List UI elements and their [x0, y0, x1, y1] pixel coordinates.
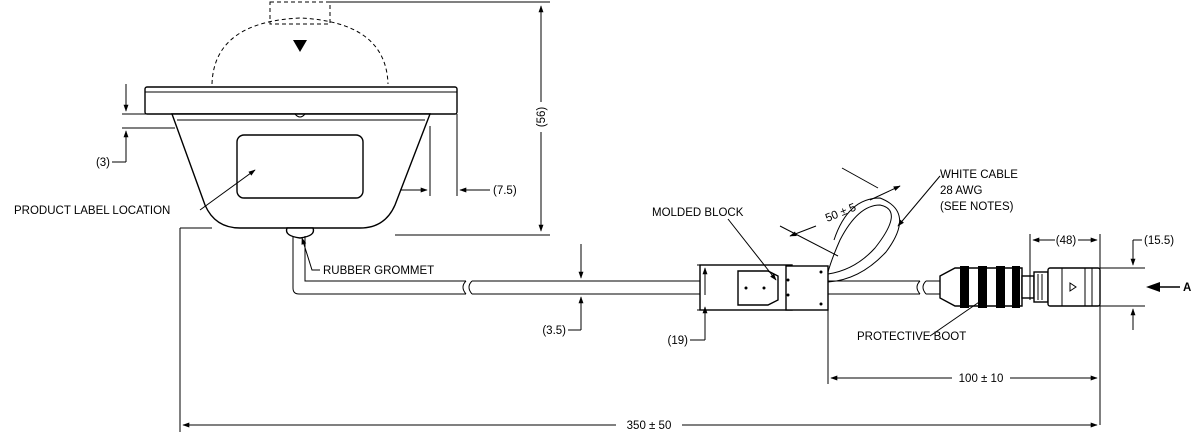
protective-boot	[939, 266, 1023, 308]
dim-350-text: 350 ± 50	[627, 420, 672, 432]
molded-block-label: MOLDED BLOCK	[652, 207, 744, 219]
white-cable-label-1: WHITE CABLE	[940, 169, 1018, 181]
dim-3: (3)	[96, 84, 175, 169]
dim-50-text: 50 ± 5	[824, 202, 858, 225]
direction-triangle-icon	[293, 40, 307, 52]
dim-3-text: (3)	[96, 157, 110, 169]
dim-48: (48)	[1029, 234, 1101, 300]
product-label-location-label: PRODUCT LABEL LOCATION	[14, 205, 170, 217]
dim-100: 100 ± 10	[827, 306, 1101, 425]
connector	[1021, 267, 1101, 307]
molded-block	[699, 264, 829, 311]
dim-50: 50 ± 5	[779, 167, 901, 257]
dim-3-5-text: (3.5)	[542, 325, 566, 337]
dim-48-text: (48)	[1056, 235, 1077, 247]
dim-19: (19)	[668, 264, 740, 347]
dim-56: (56)	[330, 1, 550, 236]
dim-15-5-text: (15.5)	[1144, 235, 1174, 247]
dim-19-text: (19)	[668, 335, 689, 347]
dim-350: 350 ± 50	[179, 227, 1098, 432]
dim-100-text: 100 ± 10	[959, 373, 1004, 385]
white-cable-label-3: (SEE NOTES)	[940, 201, 1014, 213]
white-cable-label-2: 28 AWG	[940, 185, 982, 197]
view-a-arrow-icon	[1146, 282, 1180, 292]
protective-boot-label: PROTECTIVE BOOT	[857, 331, 966, 343]
dim-7-5: (7.5)	[400, 114, 517, 197]
dim-7-5-text: (7.5)	[493, 185, 517, 197]
dim-3-5: (3.5)	[542, 244, 584, 337]
rubber-grommet-label: RUBBER GROMMET	[323, 265, 434, 277]
dim-56-text: (56)	[536, 107, 548, 128]
sensor-housing	[144, 1, 458, 239]
view-a-label: A	[1183, 282, 1191, 294]
dim-15-5: (15.5)	[1100, 235, 1174, 330]
